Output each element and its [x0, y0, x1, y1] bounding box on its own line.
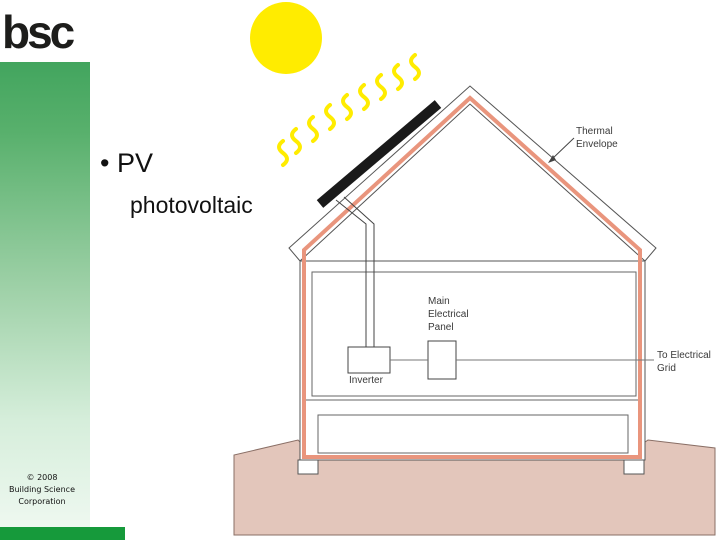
logo: bsc: [0, 0, 90, 62]
thermal-line-1: Thermal: [576, 126, 613, 137]
main-floor-room: [311, 271, 637, 397]
logo-text: bsc: [2, 6, 75, 58]
main-panel-label: Main Electrical Panel: [428, 296, 471, 333]
grid-line-1: To Electrical: [657, 350, 711, 361]
thermal-line-2: Envelope: [576, 139, 618, 150]
bottom-green-bar: [0, 527, 125, 540]
inverter-label: Inverter: [349, 375, 384, 386]
thermal-envelope-label: Thermal Envelope: [576, 126, 618, 150]
pv-conduit: [335, 196, 375, 347]
thermal-leader-arrow: [548, 155, 556, 163]
copyright-line-2: Building Science: [8, 485, 75, 494]
grid-line-2: Grid: [657, 363, 676, 374]
roof-outline: [288, 85, 657, 262]
main-panel-line-1: Main: [428, 296, 450, 307]
sun-rays: [277, 53, 421, 167]
sidebar-gradient: bsc: [0, 0, 90, 527]
main-panel-line-3: Panel: [428, 322, 454, 333]
thermal-leader-line: [550, 137, 575, 161]
main-panel-box: [427, 340, 457, 380]
copyright-line-3: Corporation: [18, 497, 66, 506]
sub-photovoltaic: photovoltaic: [130, 192, 253, 218]
main-panel-line-2: Electrical: [428, 309, 469, 320]
grid-label: To Electrical Grid: [657, 350, 714, 374]
pv-panel: [316, 100, 442, 208]
thermal-envelope: [302, 95, 642, 459]
footing-right: [623, 459, 645, 475]
basement: [317, 414, 629, 454]
copyright-line-1: © 2008: [26, 473, 58, 482]
copyright-block: © 2008 Building Science Corporation: [0, 472, 84, 508]
inverter-box: [347, 346, 391, 374]
footing-left: [297, 459, 319, 475]
bullet-pv: • PV: [100, 148, 153, 178]
sun-icon: [250, 2, 322, 74]
